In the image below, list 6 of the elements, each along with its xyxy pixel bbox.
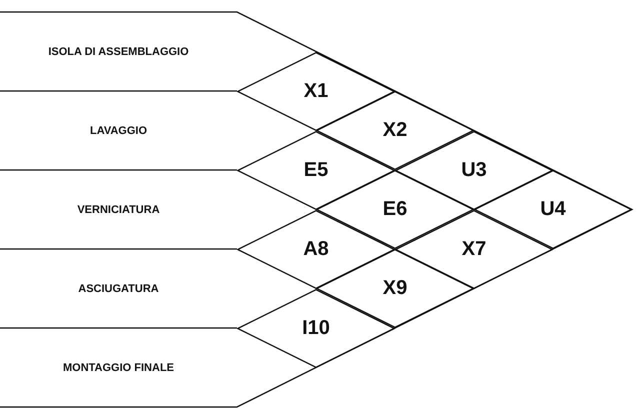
- department-label: VERNICIATURA: [77, 204, 160, 216]
- department-label: MONTAGGIO FINALE: [62, 362, 174, 374]
- relationship-code: I10: [301, 316, 331, 340]
- department-label: ASCIUGATURA: [78, 282, 159, 294]
- department-label: ISOLA DI ASSEMBLAGGIO: [48, 46, 189, 58]
- department-label: LAVAGGIO: [90, 124, 148, 136]
